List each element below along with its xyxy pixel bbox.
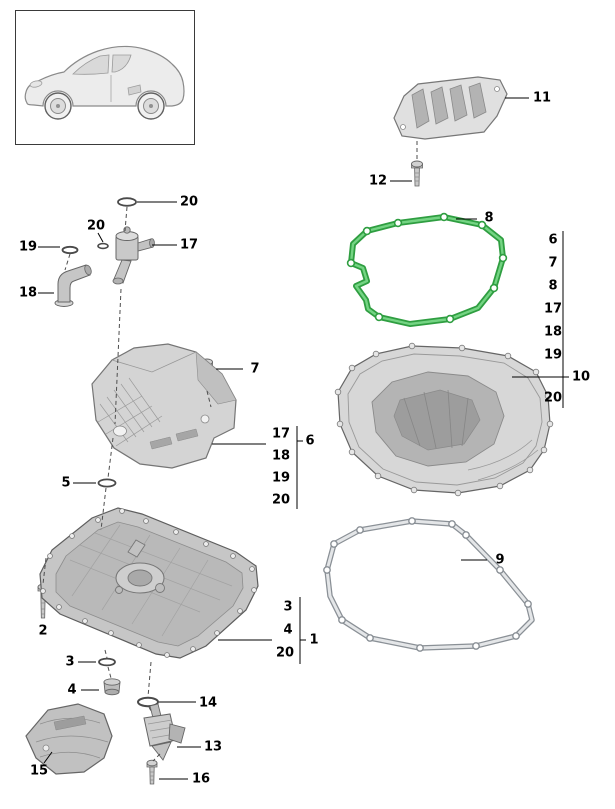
- part-1-oil-pan-lower: [39, 507, 259, 659]
- callout-14[interactable]: 14: [198, 695, 218, 711]
- part-12-screw: [411, 160, 423, 187]
- callout-9[interactable]: 9: [495, 552, 505, 568]
- callout-19[interactable]: 19: [18, 239, 38, 255]
- callout-20-neck[interactable]: 20: [86, 218, 106, 234]
- part-20-oring-neck: [97, 242, 109, 250]
- group-1-item-20[interactable]: 20: [275, 645, 295, 661]
- callout-15[interactable]: 15: [29, 763, 49, 779]
- leader-lines: [38, 97, 569, 780]
- part-8-gasket-highlighted: [346, 212, 508, 327]
- part-10-oil-pan-upper: [334, 342, 554, 497]
- callout-3[interactable]: 3: [65, 654, 75, 670]
- part-5-oring: [97, 478, 117, 488]
- group-10-item-17[interactable]: 17: [543, 301, 563, 317]
- group-10-item-18[interactable]: 18: [543, 324, 563, 340]
- part-19-oring: [61, 245, 79, 255]
- callout-16[interactable]: 16: [191, 771, 211, 787]
- group-10-item-6[interactable]: 6: [548, 232, 558, 248]
- part-20-oring-top: [117, 197, 137, 207]
- part-15-cover-shield: [25, 703, 113, 775]
- part-11-baffle-insert: [393, 76, 508, 140]
- part-14-oring: [137, 696, 159, 708]
- callout-10[interactable]: 10: [571, 369, 591, 385]
- part-3-sealing-ring: [98, 657, 116, 667]
- group-10-item-8[interactable]: 8: [548, 278, 558, 294]
- group-6-item-17[interactable]: 17: [271, 426, 291, 442]
- callout-13[interactable]: 13: [203, 739, 223, 755]
- callout-8[interactable]: 8: [484, 210, 494, 226]
- part-4-drain-plug: [103, 678, 121, 696]
- callout-2[interactable]: 2: [38, 623, 48, 639]
- group-6-item-18[interactable]: 18: [271, 448, 291, 464]
- callout-20-top[interactable]: 20: [179, 194, 199, 210]
- group-10-item-7[interactable]: 7: [548, 255, 558, 271]
- callout-18[interactable]: 18: [18, 285, 38, 301]
- group-10-item-20[interactable]: 20: [543, 390, 563, 406]
- callout-4[interactable]: 4: [67, 682, 77, 698]
- part-18-elbow-connector: [54, 264, 92, 307]
- group-6-item-20[interactable]: 20: [271, 492, 291, 508]
- callout-12[interactable]: 12: [368, 173, 388, 189]
- group-1-item-4[interactable]: 4: [283, 622, 293, 638]
- assembly-axes-dashed: [42, 141, 418, 762]
- callout-7[interactable]: 7: [250, 361, 260, 377]
- callout-1[interactable]: 1: [309, 632, 319, 648]
- part-6-baffle-plate: [91, 343, 237, 469]
- group-6-item-19[interactable]: 19: [271, 470, 291, 486]
- group-1-item-3[interactable]: 3: [283, 599, 293, 615]
- vehicle-thumbnail: [15, 10, 195, 145]
- group-brackets: [296, 231, 564, 664]
- group-10-item-19[interactable]: 19: [543, 347, 563, 363]
- callout-5[interactable]: 5: [61, 475, 71, 491]
- part-9-gasket-lower: [323, 517, 535, 652]
- part-13-oil-level-sensor: [143, 703, 186, 761]
- part-17-oil-valve: [112, 226, 155, 285]
- vehicle-illustration: [24, 45, 185, 120]
- part-16-screw: [146, 759, 158, 785]
- callout-11[interactable]: 11: [532, 90, 552, 106]
- callout-17[interactable]: 17: [179, 237, 199, 253]
- callout-6[interactable]: 6: [305, 433, 315, 449]
